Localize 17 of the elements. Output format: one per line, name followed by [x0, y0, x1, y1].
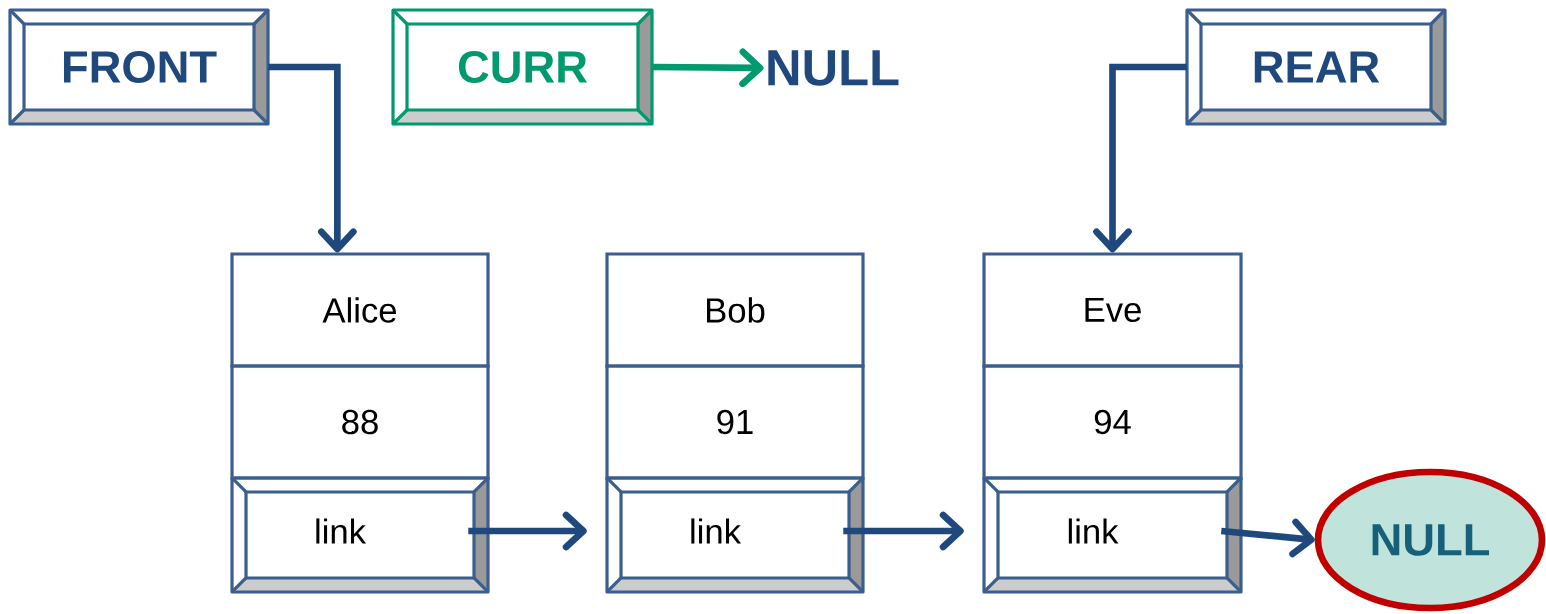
record-cell: 91: [605, 364, 865, 480]
arrow: [268, 63, 357, 253]
record-cell: 94: [982, 364, 1243, 480]
pointer-box: FRONT: [8, 8, 270, 126]
pointer-box: CURR: [391, 8, 654, 126]
link-cell: link: [230, 476, 490, 594]
arrow: [652, 48, 764, 88]
link-cell: link: [982, 476, 1243, 594]
arrow: [1093, 63, 1187, 253]
record-cell: 88: [230, 364, 490, 480]
link-cell: link: [605, 476, 865, 594]
null-label: NULL: [768, 50, 899, 86]
pointer-box: REAR: [1185, 8, 1447, 126]
record-cell: Bob: [605, 252, 865, 368]
arrow: [1220, 518, 1315, 558]
record-cell: Eve: [982, 252, 1243, 368]
record-cell: Alice: [230, 252, 490, 368]
